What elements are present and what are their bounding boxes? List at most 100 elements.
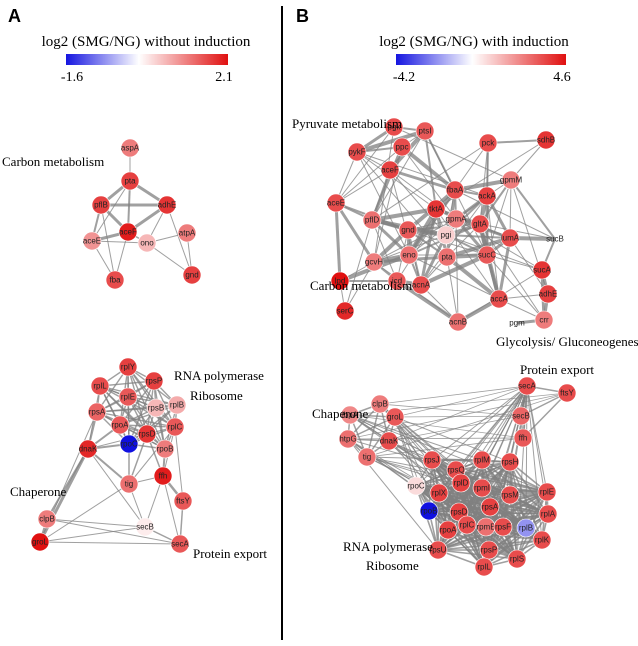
edge-rpsA-rplA — [489, 506, 549, 515]
node-label-rpsU: rpsU — [430, 546, 447, 555]
edge-tig-ffh — [366, 437, 524, 458]
node-tig: tig — [357, 447, 377, 467]
node-dnaK: dnaK — [380, 431, 399, 451]
node-groL: groL — [30, 532, 50, 552]
node-label-rplE: rplE — [121, 393, 135, 402]
node-rpmI: rpmI — [472, 478, 492, 498]
node-label-rplB: rplB — [170, 401, 184, 410]
node-label-aceF: aceF — [119, 228, 137, 237]
node-pgi: pgi — [436, 225, 456, 245]
node-circle-ftsY — [173, 491, 193, 511]
node-label-rpsP: rpsP — [481, 546, 497, 555]
node-label-gpmM: gpmM — [500, 176, 523, 185]
node-circle-pgi — [436, 225, 456, 245]
node-circle-rplE — [537, 482, 557, 502]
edge-icd-acnB — [395, 279, 460, 324]
node-circle-ptsI — [415, 121, 435, 141]
node-rplC: rplC — [457, 515, 477, 535]
node-serC: serC — [335, 301, 355, 321]
node-secB: secB — [135, 517, 155, 537]
node-label-gltA: gltA — [473, 220, 487, 229]
node-label-gnd: gnd — [401, 226, 414, 235]
edge-sucC-sucA — [486, 254, 543, 271]
node-label-icd: icd — [392, 277, 402, 286]
node-label-rpmI: rpmI — [474, 484, 490, 493]
node-circle-lpd — [330, 271, 350, 291]
node-rpoA: rpoA — [110, 415, 130, 435]
node-circle-rpoC — [406, 476, 426, 496]
node-label-rplY: rplY — [121, 363, 136, 372]
node-label-rpsJ: rpsJ — [424, 456, 439, 465]
node-label-aceF: aceF — [381, 166, 399, 175]
edge-clpB-secA — [46, 518, 181, 545]
node-ppc: ppc — [392, 137, 412, 157]
node-label-crr: crr — [539, 316, 549, 325]
node-aceE: aceE — [82, 231, 102, 251]
edge-sucC-acnA — [420, 253, 488, 287]
node-label-gnd: gnd — [185, 271, 198, 280]
node-circle-rpsJ — [422, 450, 442, 470]
node-circle-rplK — [532, 530, 552, 550]
node-label-adhE: adhE — [539, 290, 558, 299]
node-circle-gnd — [398, 220, 418, 240]
node-circle-rplM — [472, 450, 492, 470]
edge-gltA-sucB — [479, 223, 556, 240]
node-circle-rplS — [507, 549, 527, 569]
edge-rplL-rplC — [99, 385, 176, 428]
node-label-pta: pta — [441, 253, 453, 262]
node-rpoC: rpoC — [406, 476, 426, 496]
panel-a-letter: A — [8, 6, 21, 26]
node-label-pgk: pgk — [388, 123, 402, 132]
node-label-ftsY: ftsY — [560, 389, 574, 398]
edge-secA-rpoC — [415, 385, 528, 487]
node-circle-rpsU — [428, 540, 448, 560]
edge-rplB-rpsU — [437, 527, 527, 551]
node-circle-tig — [357, 447, 377, 467]
node-rpsM: rpsM — [500, 485, 520, 505]
node-rplC: rplC — [165, 417, 185, 437]
node-gpmA: gpmA — [446, 209, 468, 229]
node-circle-rplA — [538, 504, 558, 524]
node-circle-pck — [478, 133, 498, 153]
panel-a-scale-title: log2 (SMG/NG) without induction — [42, 34, 251, 50]
node-label-ppc: ppc — [396, 143, 409, 152]
node-circle-pgk — [384, 117, 404, 137]
node-gnd: gnd — [182, 265, 202, 285]
node-circle-eno — [399, 245, 419, 265]
node-rpsD: rpsD — [137, 424, 157, 444]
node-sdhB: sdhB — [536, 130, 556, 150]
node-label-rpoA: rpoA — [112, 421, 130, 430]
node-dnaK: dnaK — [79, 439, 98, 459]
node-sucC: sucC — [477, 245, 497, 265]
edge-ptsI-pflD — [371, 130, 426, 221]
node-ibpA: ibpA — [340, 405, 360, 425]
node-acnA: acnA — [411, 275, 431, 295]
node-rplB: rplB — [167, 395, 187, 415]
edge-dnaK-secA — [388, 385, 528, 442]
node-label-acnB: acnB — [449, 318, 467, 327]
node-groL: groL — [385, 407, 405, 427]
node-label-acnA: acnA — [412, 281, 431, 290]
node-label-gpmA: gpmA — [446, 215, 468, 224]
node-label-gcvH: gcvH — [365, 258, 383, 267]
node-circle-ppc — [392, 137, 412, 157]
node-label-pykF: pykF — [348, 148, 365, 157]
node-circle-clpB — [37, 509, 57, 529]
edge-adhE-gnd — [166, 204, 193, 276]
node-circle-ackA — [477, 186, 497, 206]
edge-ibpA-rplM — [349, 414, 483, 461]
node-rplL: rplL — [90, 376, 110, 396]
node-circle-sucC — [477, 245, 497, 265]
node-circle-rplY — [118, 357, 138, 377]
node-circle-aceE — [326, 193, 346, 213]
node-pgm: pgm — [509, 319, 525, 328]
node-circle-ibpA — [340, 405, 360, 425]
node-sucA: sucA — [532, 260, 552, 280]
edge-dnaK-rpsD — [87, 433, 148, 450]
edge-pykF-tktA — [356, 151, 437, 210]
edge-ackA-pgi — [445, 195, 488, 236]
node-circle-rpmI — [472, 478, 492, 498]
node-label-adhE: adhE — [158, 201, 177, 210]
